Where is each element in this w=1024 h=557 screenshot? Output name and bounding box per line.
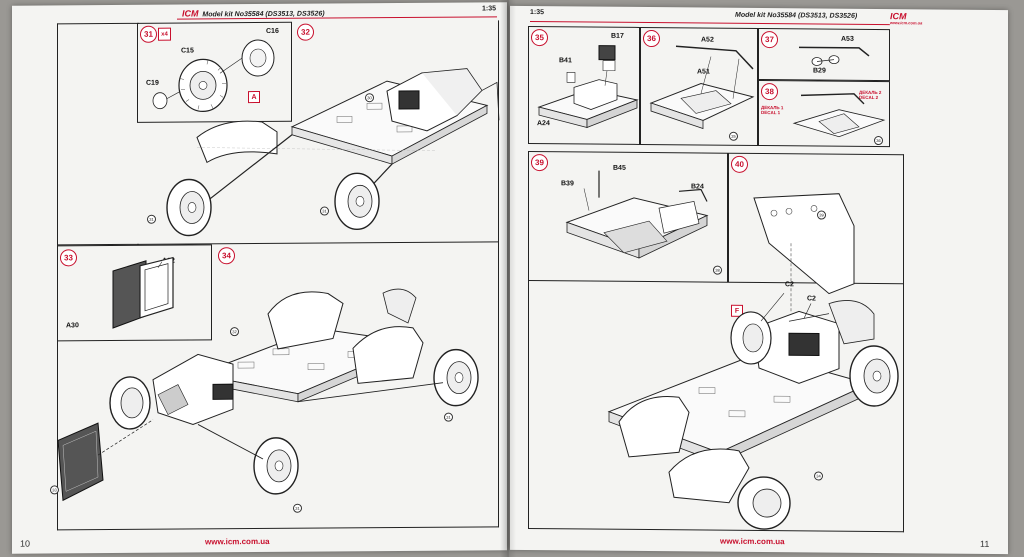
step-36-panel: 36 A52 A51 35 xyxy=(640,26,758,146)
step-31-drawing xyxy=(152,39,275,112)
step-37-panel: 37 A53 B29 xyxy=(758,27,890,82)
book-spine-shadow xyxy=(500,0,516,557)
step-38-drawing xyxy=(792,93,886,138)
right-footer-url: www.icm.com.ua xyxy=(720,536,785,547)
wheel-front-left xyxy=(166,178,212,237)
left-page: ICM Model kit No35584 (DS3513, DS3526) 1… xyxy=(12,2,507,554)
wheel-40-rear-right xyxy=(849,345,899,407)
right-scale: 1:35 xyxy=(530,9,545,17)
right-brand-sub: www.icm.com.ua xyxy=(890,20,923,26)
ref-31-c: 31 xyxy=(444,412,453,422)
right-header-rule xyxy=(530,21,890,26)
wheel-rear-right xyxy=(433,348,479,407)
step-34-panel: 34 xyxy=(50,242,499,531)
right-page: 1:35 Model kit No35584 (DS3513, DS3526) … xyxy=(510,5,1008,555)
ref-39: 39 xyxy=(817,210,826,220)
ref-32: 32 xyxy=(230,327,239,337)
step-33-panel: 33 A32 A30 xyxy=(57,244,212,342)
right-page-number: 11 xyxy=(980,538,990,550)
ref-31-d: 31 xyxy=(293,503,302,513)
right-model-kit: Model kit No35584 (DS3513, DS3526) xyxy=(735,11,858,20)
left-scale: 1:35 xyxy=(482,5,497,13)
ref-36: 36 xyxy=(874,136,883,146)
step-33-drawing xyxy=(112,256,174,329)
left-brand: ICM xyxy=(182,8,199,19)
step-35-panel: 35 B17 B41 A24 xyxy=(528,25,640,145)
ref-31-a: 31 xyxy=(147,214,156,224)
right-brand: ICM www.icm.com.ua xyxy=(890,11,922,25)
left-margin-box xyxy=(57,22,139,246)
ref-35: 35 xyxy=(729,131,738,141)
ref-31-b: 31 xyxy=(320,206,329,216)
step-40-drawing xyxy=(607,193,899,530)
ref-30: 30 xyxy=(365,93,374,103)
wheel-40-front xyxy=(730,311,772,365)
wheel-40-bottom xyxy=(737,476,791,530)
step-34-drawing xyxy=(57,288,479,502)
left-page-number: 10 xyxy=(20,538,31,549)
wheel-front-right-34 xyxy=(253,437,299,495)
step-32-drawing xyxy=(166,68,500,237)
step-32-panel: 32 3 xyxy=(137,20,500,245)
wheel-front-left-34 xyxy=(109,376,151,430)
step-39-drawing xyxy=(565,170,709,259)
ref-33: 33 xyxy=(50,485,59,495)
step-31-panel: 31 x4 C16 C15 C19 A xyxy=(137,21,292,123)
step-36-drawing xyxy=(649,45,755,130)
step-39-panel: 39 B45 B39 B24 38 xyxy=(528,150,728,283)
step-35-drawing xyxy=(537,45,639,129)
ref-34: 34 xyxy=(814,471,823,481)
wheel-front-right xyxy=(334,172,380,231)
left-footer-url: www.icm.com.ua xyxy=(205,536,270,547)
right-header: Model kit No35584 (DS3513, DS3526) xyxy=(735,12,857,20)
step-40-main-panel: C2 C2 F xyxy=(528,150,904,533)
step-37-drawing xyxy=(799,46,870,66)
